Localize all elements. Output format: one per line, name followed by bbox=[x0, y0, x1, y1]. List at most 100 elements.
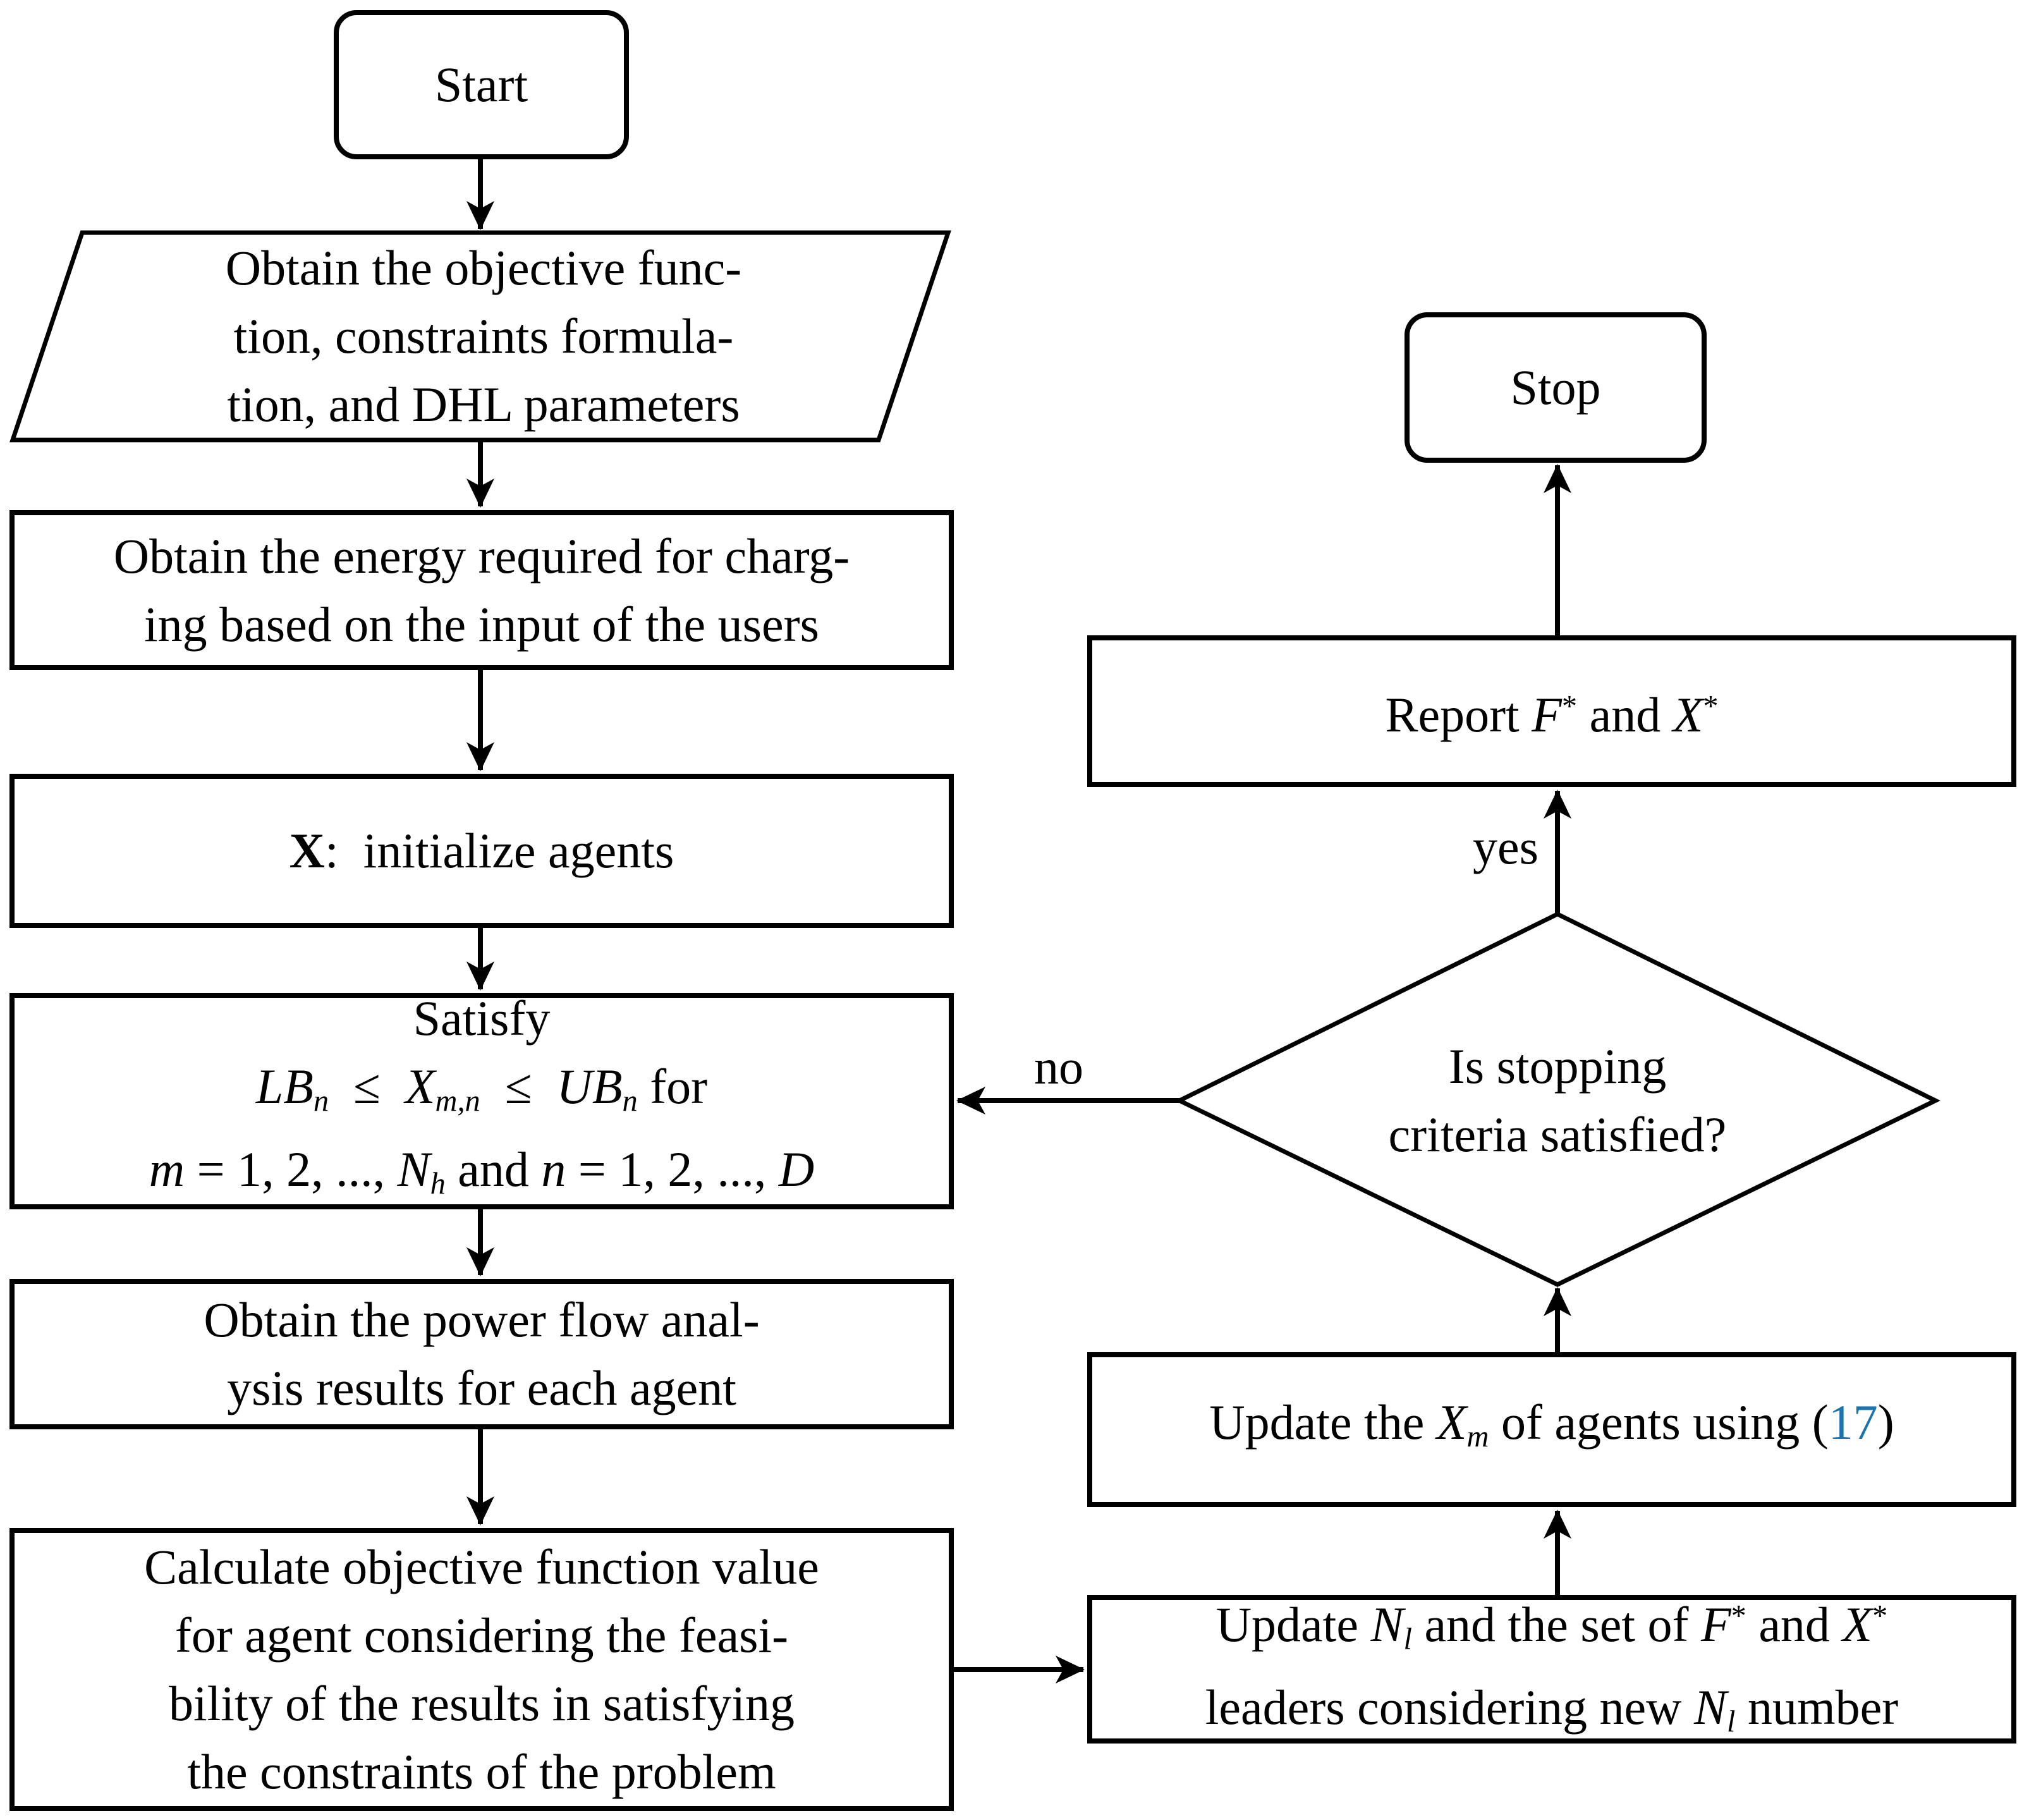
text-line: Is stopping bbox=[1305, 1032, 1810, 1101]
text-line: tion, and DHL parameters bbox=[79, 370, 888, 439]
text-run: l bbox=[1727, 1705, 1736, 1739]
energy-label: Obtain the energy required for charg-ing… bbox=[15, 522, 949, 659]
equation-17-citation-link[interactable]: 17 bbox=[1828, 1394, 1878, 1450]
energy-node: Obtain the energy required for charg-ing… bbox=[9, 510, 954, 670]
update-xm-label: Update the Xm of agents using (17) bbox=[1092, 1388, 2011, 1471]
text-line: Start bbox=[339, 51, 624, 119]
decision-diamond-shape bbox=[1174, 912, 1941, 1287]
text-run: Obtain the energy required for charg- bbox=[113, 528, 850, 583]
text-run: l bbox=[1403, 1622, 1412, 1656]
text-run: X bbox=[1673, 687, 1703, 743]
text-line: ing based on the input of the users bbox=[15, 590, 949, 659]
text-run: Update bbox=[1216, 1597, 1371, 1652]
text-line: Obtain the objective func- bbox=[79, 234, 888, 302]
text-run: m bbox=[149, 1142, 185, 1197]
text-run: m,n bbox=[435, 1084, 480, 1118]
text-line: LBn ≤ Xm,n ≤ UBn for bbox=[15, 1053, 949, 1135]
text-line: for agent considering the feasi- bbox=[15, 1601, 949, 1670]
text-line: Report F* and X* bbox=[1092, 673, 2011, 749]
text-run: for bbox=[637, 1058, 708, 1114]
text-run: Obtain the objective func- bbox=[225, 240, 742, 295]
text-run: * bbox=[1561, 690, 1578, 724]
text-run: F bbox=[1700, 1597, 1731, 1652]
report-node: Report F* and X* bbox=[1087, 635, 2016, 787]
text-run: ) bbox=[1877, 1394, 1894, 1450]
text-run: n bbox=[622, 1084, 638, 1118]
text-run: X bbox=[1436, 1394, 1467, 1450]
text-run: leaders considering new bbox=[1205, 1680, 1694, 1735]
stop-node: Stop bbox=[1404, 312, 1707, 463]
text-run: LB bbox=[255, 1058, 314, 1114]
text-run: Satisfy bbox=[413, 990, 551, 1046]
text-run: h bbox=[430, 1167, 446, 1201]
text-run: X bbox=[405, 1058, 436, 1114]
input-label: Obtain the objective func-tion, constrai… bbox=[79, 234, 888, 439]
text-run: Report bbox=[1385, 687, 1532, 743]
text-run: the constraints of the problem bbox=[187, 1744, 776, 1799]
text-run: ysis results for each agent bbox=[227, 1360, 736, 1415]
start-node: Start bbox=[334, 10, 629, 159]
text-run: and bbox=[1746, 1597, 1843, 1652]
text-run: m bbox=[1466, 1420, 1489, 1454]
update-nl-node: Update Nl and the set of F* and X*leader… bbox=[1087, 1595, 2016, 1744]
text-line: Update the Xm of agents using (17) bbox=[1092, 1388, 2011, 1471]
text-line: Calculate objective function value bbox=[15, 1533, 949, 1601]
text-run: ≤ bbox=[329, 1058, 405, 1114]
input-parallelogram-shape bbox=[9, 230, 951, 443]
text-run: X bbox=[289, 823, 325, 878]
decision-node: Is stopping criteria satisfied? bbox=[1305, 1031, 1810, 1170]
text-run: UB bbox=[556, 1058, 623, 1114]
text-line: m = 1, 2, ..., Nh and n = 1, 2, ..., D bbox=[15, 1135, 949, 1218]
text-run: for agent considering the feasi- bbox=[174, 1608, 789, 1663]
text-run: : initialize agents bbox=[325, 823, 674, 878]
text-line: the constraints of the problem bbox=[15, 1738, 949, 1806]
text-run: F bbox=[1532, 687, 1562, 743]
text-run: and bbox=[445, 1142, 542, 1197]
text-line: Satisfy bbox=[15, 984, 949, 1053]
text-run: criteria satisfied? bbox=[1388, 1107, 1727, 1162]
text-run: X bbox=[1842, 1597, 1873, 1652]
text-run: and bbox=[1577, 687, 1673, 743]
text-run: * bbox=[1731, 1599, 1746, 1633]
report-label: Report F* and X* bbox=[1092, 673, 2011, 749]
text-run: number bbox=[1735, 1680, 1899, 1735]
text-run: ing based on the input of the users bbox=[144, 596, 819, 652]
text-line: Obtain the energy required for charg- bbox=[15, 522, 949, 590]
decision-label: Is stopping criteria satisfied? bbox=[1305, 1032, 1810, 1169]
stop-label: Stop bbox=[1410, 353, 1702, 422]
update-nl-label: Update Nl and the set of F* and X*leader… bbox=[1092, 1582, 2011, 1756]
text-run: of agents using ( bbox=[1489, 1394, 1829, 1450]
text-line: leaders considering new Nl number bbox=[1092, 1673, 2011, 1756]
text-run: N bbox=[1370, 1597, 1404, 1652]
text-run: Obtain the power flow anal- bbox=[204, 1292, 760, 1347]
text-run: Calculate objective function value bbox=[144, 1539, 819, 1594]
text-run: Update the bbox=[1209, 1394, 1437, 1450]
text-run: * bbox=[1872, 1599, 1888, 1633]
calculate-objective-node: Calculate objective function value for ag… bbox=[9, 1528, 954, 1811]
text-run: = 1, 2, ..., bbox=[185, 1142, 398, 1197]
text-run: bility of the results in satisfying bbox=[168, 1676, 795, 1731]
text-run: Start bbox=[434, 57, 528, 112]
text-run: tion, constraints formula- bbox=[233, 308, 734, 363]
text-run: N bbox=[1694, 1680, 1727, 1735]
text-line: ysis results for each agent bbox=[15, 1354, 949, 1422]
text-line: bility of the results in satisfying bbox=[15, 1670, 949, 1738]
text-run: ≤ bbox=[480, 1058, 557, 1114]
update-xm-node: Update the Xm of agents using (17) bbox=[1087, 1352, 2016, 1507]
text-run: n bbox=[541, 1142, 566, 1197]
start-label: Start bbox=[339, 51, 624, 119]
text-run: Is stopping bbox=[1448, 1039, 1667, 1094]
text-run: Stop bbox=[1510, 360, 1601, 415]
initialize-agents-label: X: initialize agents bbox=[15, 817, 949, 885]
text-run: n bbox=[313, 1084, 329, 1118]
power-flow-node: Obtain the power flow anal-ysis results … bbox=[9, 1279, 954, 1429]
power-flow-label: Obtain the power flow anal-ysis results … bbox=[15, 1286, 949, 1422]
text-run: tion, and DHL parameters bbox=[227, 377, 740, 432]
text-run: * bbox=[1703, 690, 1719, 724]
input-node: Obtain the objective func-tion, constrai… bbox=[79, 235, 888, 437]
initialize-agents-node: X: initialize agents bbox=[9, 774, 954, 928]
